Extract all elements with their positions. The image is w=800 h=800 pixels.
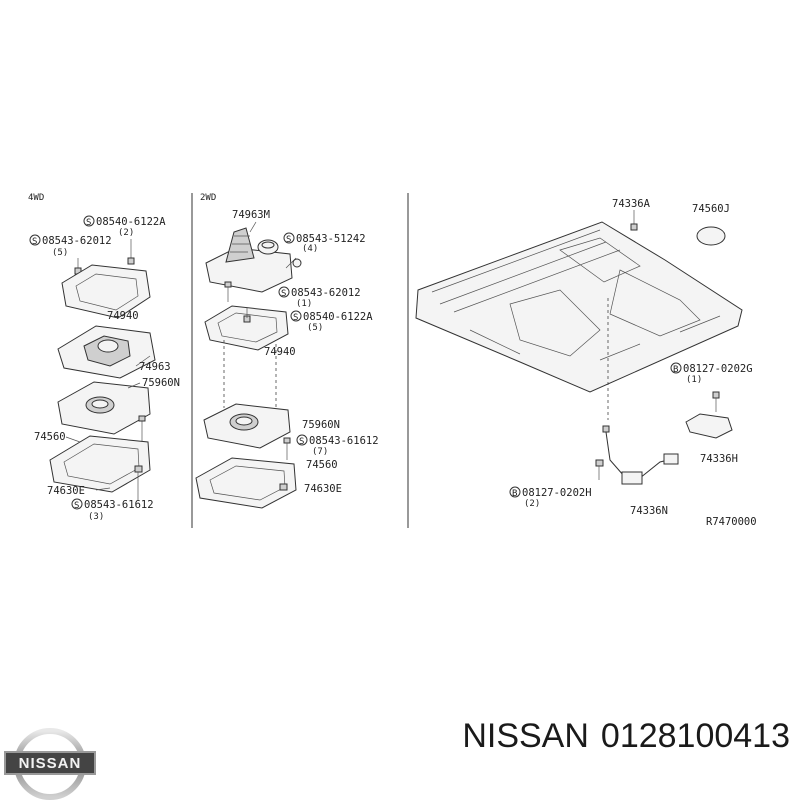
screw-code-08543-62012: 08543-62012 — [42, 235, 112, 247]
part-label-74963: 74963 — [139, 361, 171, 373]
part-label-74560: 74560 — [34, 431, 66, 443]
s-symbol: S — [299, 437, 304, 447]
section-label-2wd: 2WD — [200, 193, 216, 203]
part-74560-cover — [195, 457, 297, 509]
b-symbol-circle — [509, 486, 521, 498]
part-74560-cover — [49, 435, 151, 493]
screw-code-08543-61612: 08543-61612 — [309, 435, 379, 447]
screw-qty: (1) — [296, 299, 312, 309]
part-label-74630e: 74630E — [304, 483, 342, 495]
s-symbol-circle — [29, 234, 41, 246]
s-symbol: S — [86, 218, 91, 228]
nissan-logo: NISSAN — [4, 728, 96, 800]
screw-code-08540-6122a: 08540-6122A — [96, 216, 166, 228]
screw-code-08540-6122a: 08540-6122A — [303, 311, 373, 323]
screw-qty: (7) — [312, 447, 328, 457]
part-label-74336n: 74336N — [630, 505, 668, 517]
s-symbol: S — [281, 289, 286, 299]
b-symbol-circle — [670, 362, 682, 374]
brand-name: NISSAN — [462, 717, 589, 755]
part-label-75960n: 75960N — [142, 377, 180, 389]
s-symbol-circle — [283, 232, 295, 244]
bolt-code-08127-0202h: 08127-0202H — [522, 487, 592, 499]
left-panel: S 08540-6122A (2) S 08543-62012 (5) 7494… — [29, 215, 180, 522]
part-number: 0128100413 — [600, 717, 790, 755]
bolt-qty: (1) — [686, 375, 702, 385]
bolt-code-08127-0202g: 08127-0202G — [683, 363, 753, 375]
screw-code-08543-51242: 08543-51242 — [296, 233, 366, 245]
s-symbol: S — [74, 501, 79, 511]
s-symbol-circle — [278, 286, 290, 298]
part-74336h-bracket — [685, 413, 733, 439]
b-symbol: B — [673, 365, 678, 375]
s-symbol-circle — [83, 215, 95, 227]
screw-code-08543-62012: 08543-62012 — [291, 287, 361, 299]
screw-qty: (5) — [52, 248, 68, 258]
part-label-74963m: 74963M — [232, 209, 270, 221]
section-label-4wd: 4WD — [28, 193, 44, 203]
screw-qty: (4) — [302, 244, 318, 254]
s-symbol: S — [293, 313, 298, 323]
right-panel: 74336A 74560J B 08127-0202G (1) 74336H 7… — [415, 198, 757, 528]
s-symbol: S — [286, 235, 291, 245]
s-symbol-circle — [296, 434, 308, 446]
s-symbol: S — [32, 237, 37, 247]
part-label-75960n: 75960N — [302, 419, 340, 431]
s-symbol-circle — [290, 310, 302, 322]
reference-code: R7470000 — [706, 516, 757, 528]
part-label-74336a: 74336A — [612, 198, 651, 210]
middle-panel: 74963M S 08543-51242 (4) S 08543-62012 (… — [195, 209, 379, 509]
b-symbol: B — [512, 489, 517, 499]
part-label-74940: 74940 — [264, 346, 296, 358]
part-74940-plate — [204, 305, 289, 351]
logo-text: NISSAN — [19, 755, 82, 772]
part-label-74560j: 74560J — [692, 203, 730, 215]
bolt-qty: (2) — [524, 499, 540, 509]
part-label-74336h: 74336H — [700, 453, 738, 465]
screw-qty: (5) — [307, 323, 323, 333]
screw-qty: (3) — [88, 512, 104, 522]
part-label-74560: 74560 — [306, 459, 338, 471]
part-label-74630e: 74630E — [47, 485, 85, 497]
footer-title: NISSAN 0128100413 — [462, 717, 790, 767]
part-label-74940: 74940 — [107, 310, 139, 322]
floor-panel — [415, 221, 743, 393]
part-74560j-plug — [696, 226, 726, 246]
s-symbol-circle — [71, 498, 83, 510]
screw-qty: (2) — [118, 228, 134, 238]
screw-code-08543-61612: 08543-61612 — [84, 499, 154, 511]
